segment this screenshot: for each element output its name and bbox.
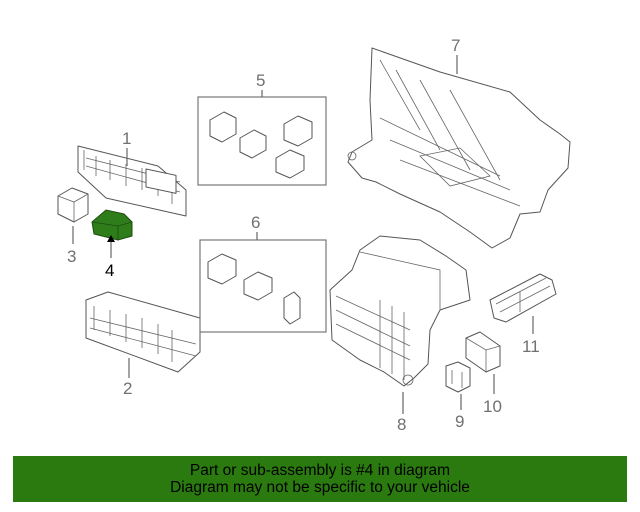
part-2-fuse-block	[85, 291, 201, 373]
callout-1: 1	[122, 129, 131, 148]
info-banner: Part or sub-assembly is #4 in diagram Di…	[13, 456, 627, 502]
banner-line-1: Part or sub-assembly is #4 in diagram	[189, 462, 451, 479]
leader-4-arrow	[107, 235, 115, 242]
part-9-fuse	[445, 361, 471, 393]
part-5-connectors	[209, 111, 313, 179]
part-8-housing	[329, 235, 471, 387]
part-6-connectors	[207, 253, 301, 325]
callout-7: 7	[451, 36, 460, 55]
part-3-relay	[57, 187, 89, 223]
part-1-fuse-block	[77, 145, 187, 217]
callout-10: 10	[483, 397, 502, 416]
part-10-fuse	[465, 331, 501, 373]
callout-2: 2	[123, 379, 132, 398]
part-7-bracket	[347, 47, 571, 249]
callout-5: 5	[256, 71, 265, 90]
part-11-connector	[489, 273, 557, 323]
banner-line-2: Diagram may not be specific to your vehi…	[170, 479, 470, 496]
callout-8: 8	[397, 415, 406, 434]
part-4-highlighted	[91, 209, 133, 241]
callout-4: 4	[105, 261, 114, 280]
callout-11: 11	[522, 337, 540, 356]
callout-3: 3	[67, 247, 76, 266]
callout-6: 6	[251, 213, 260, 232]
callout-9: 9	[455, 412, 464, 431]
